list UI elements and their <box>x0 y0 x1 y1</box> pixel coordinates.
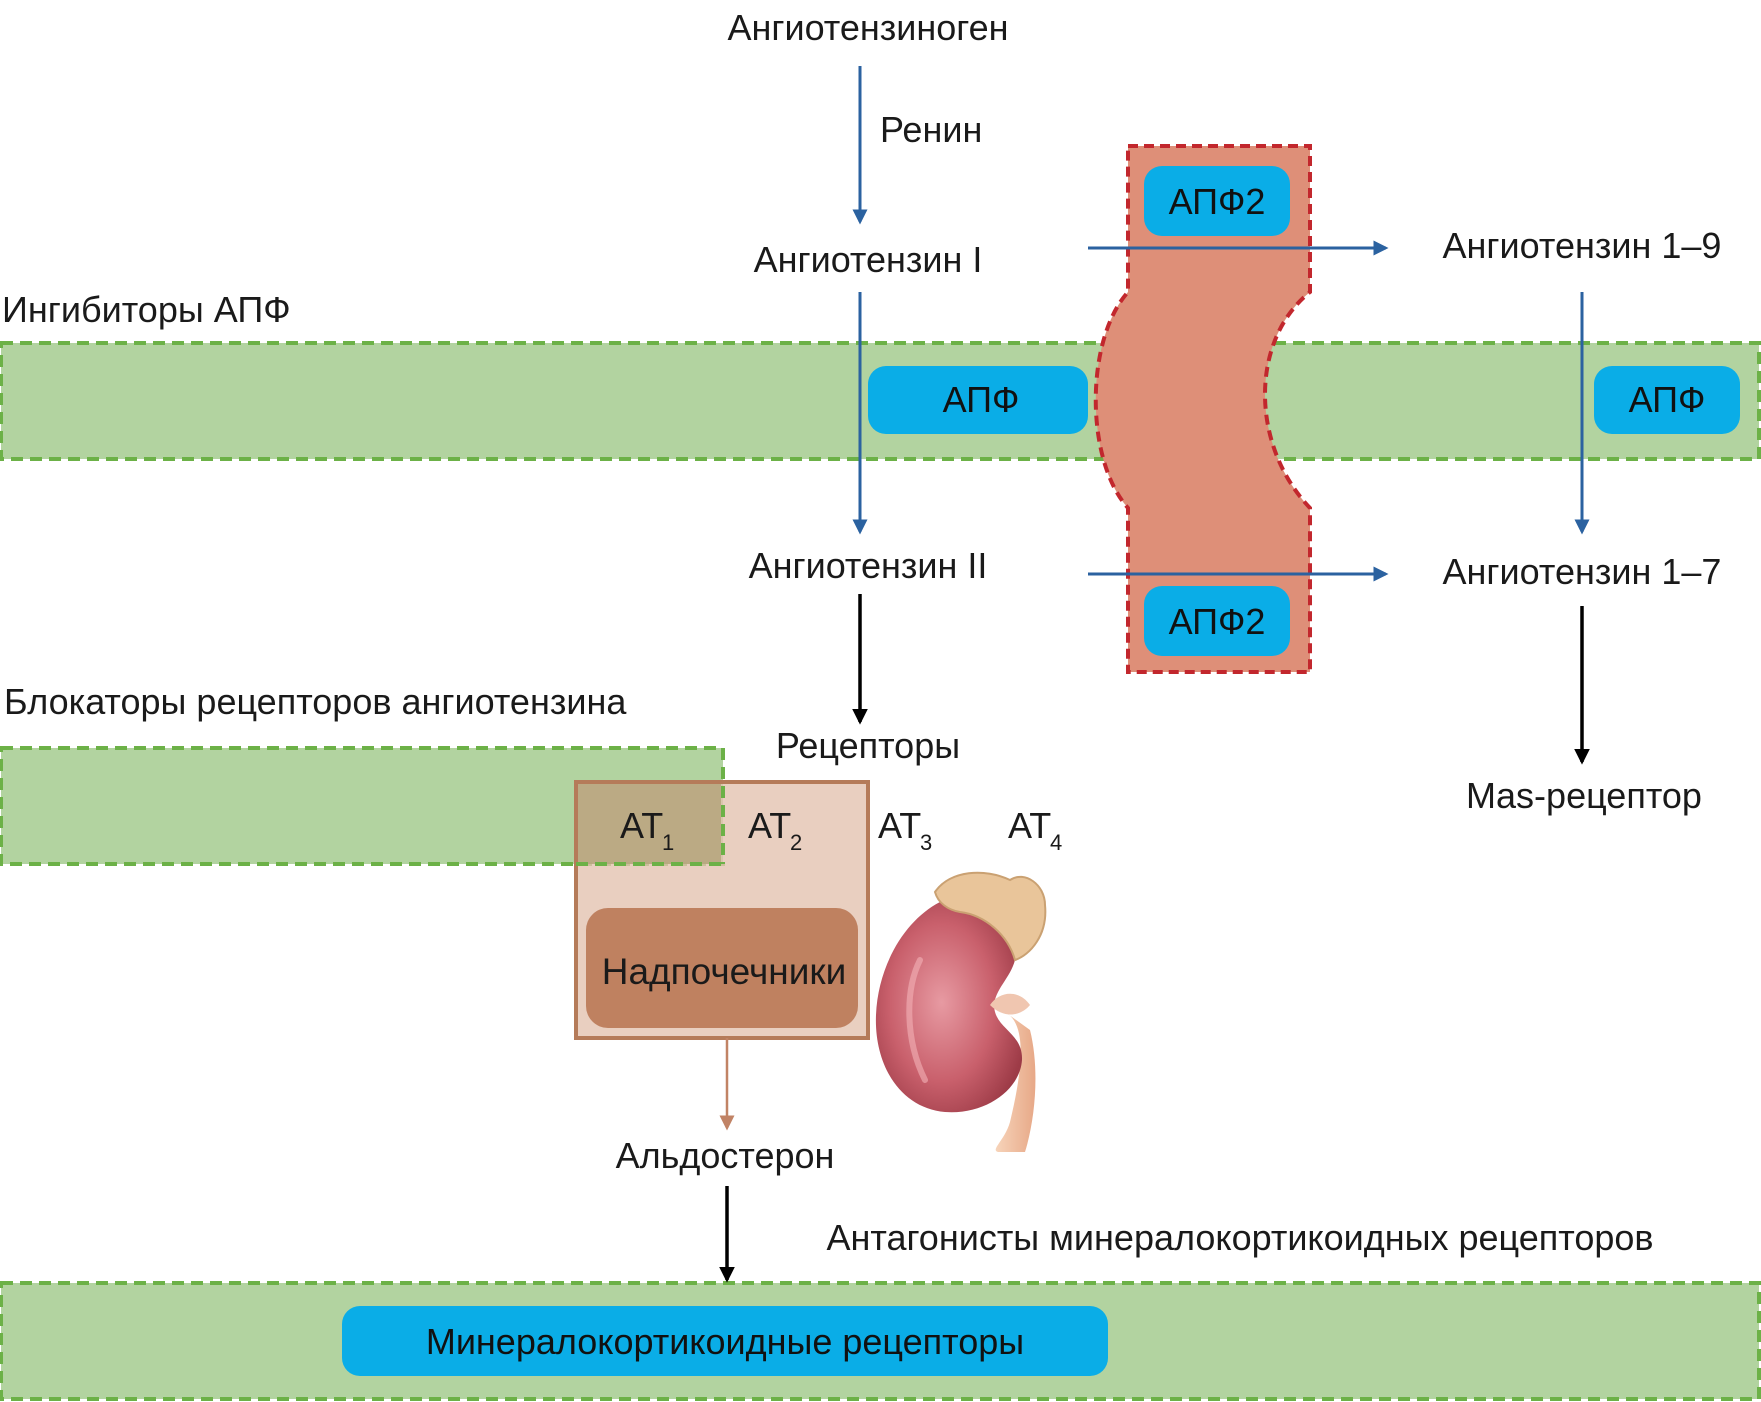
label-angiotensinogen: Ангиотензиноген <box>727 7 1008 48</box>
label-arb: Блокаторы рецепторов ангиотензина <box>4 681 627 722</box>
ace2-zone <box>1093 144 1312 674</box>
at3-label: АТ 3 <box>878 805 932 855</box>
label-angiotensin-1-7: Ангиотензин 1–7 <box>1443 551 1722 592</box>
ace2-label-bottom: АПФ2 <box>1169 601 1266 642</box>
label-mra: Антагонисты минералокортикоидных рецепто… <box>826 1217 1653 1258</box>
ace-pill-left <box>868 366 1088 434</box>
svg-text:4: 4 <box>1050 830 1062 855</box>
svg-text:АТ: АТ <box>1008 805 1051 846</box>
ace2-pill-top <box>1144 166 1290 236</box>
at1-blocked-overlay <box>578 784 721 864</box>
label-ace-inhibitors: Ингибиторы АПФ <box>2 289 291 330</box>
svg-text:3: 3 <box>920 830 932 855</box>
label-angiotensin-1-9: Ангиотензин 1–9 <box>1443 225 1722 266</box>
ace2-label-top: АПФ2 <box>1169 181 1266 222</box>
label-angiotensin-2: Ангиотензин II <box>749 545 988 586</box>
kidney-adrenal-illustration <box>875 871 1047 1152</box>
label-receptors: Рецепторы <box>776 725 960 766</box>
ace-label-left: АПФ <box>943 379 1020 420</box>
svg-text:2: 2 <box>790 830 802 855</box>
mra-band <box>0 1281 1761 1401</box>
at4-label: АТ 4 <box>1008 805 1062 855</box>
ace2-pill-bottom <box>1144 586 1290 656</box>
label-renin: Ренин <box>880 109 982 150</box>
ace-label-right: АПФ <box>1629 379 1706 420</box>
label-angiotensin-1: Ангиотензин I <box>754 239 983 280</box>
svg-text:АТ: АТ <box>620 805 663 846</box>
adrenals-label: Надпочечники <box>602 951 847 992</box>
label-mas-receptor: Mas-рецептор <box>1466 775 1702 816</box>
ace-pill-right <box>1594 366 1740 434</box>
svg-text:АТ: АТ <box>878 805 921 846</box>
mr-label: Минералокортикоидные рецепторы <box>426 1321 1024 1362</box>
adrenal-box <box>586 908 858 1028</box>
mr-pill <box>342 1306 1108 1376</box>
at2-label: АТ 2 <box>748 805 802 855</box>
svg-text:АТ: АТ <box>748 805 791 846</box>
svg-text:1: 1 <box>662 830 674 855</box>
label-aldosterone: Альдостерон <box>616 1135 835 1176</box>
at1-label: АТ 1 <box>620 805 674 855</box>
